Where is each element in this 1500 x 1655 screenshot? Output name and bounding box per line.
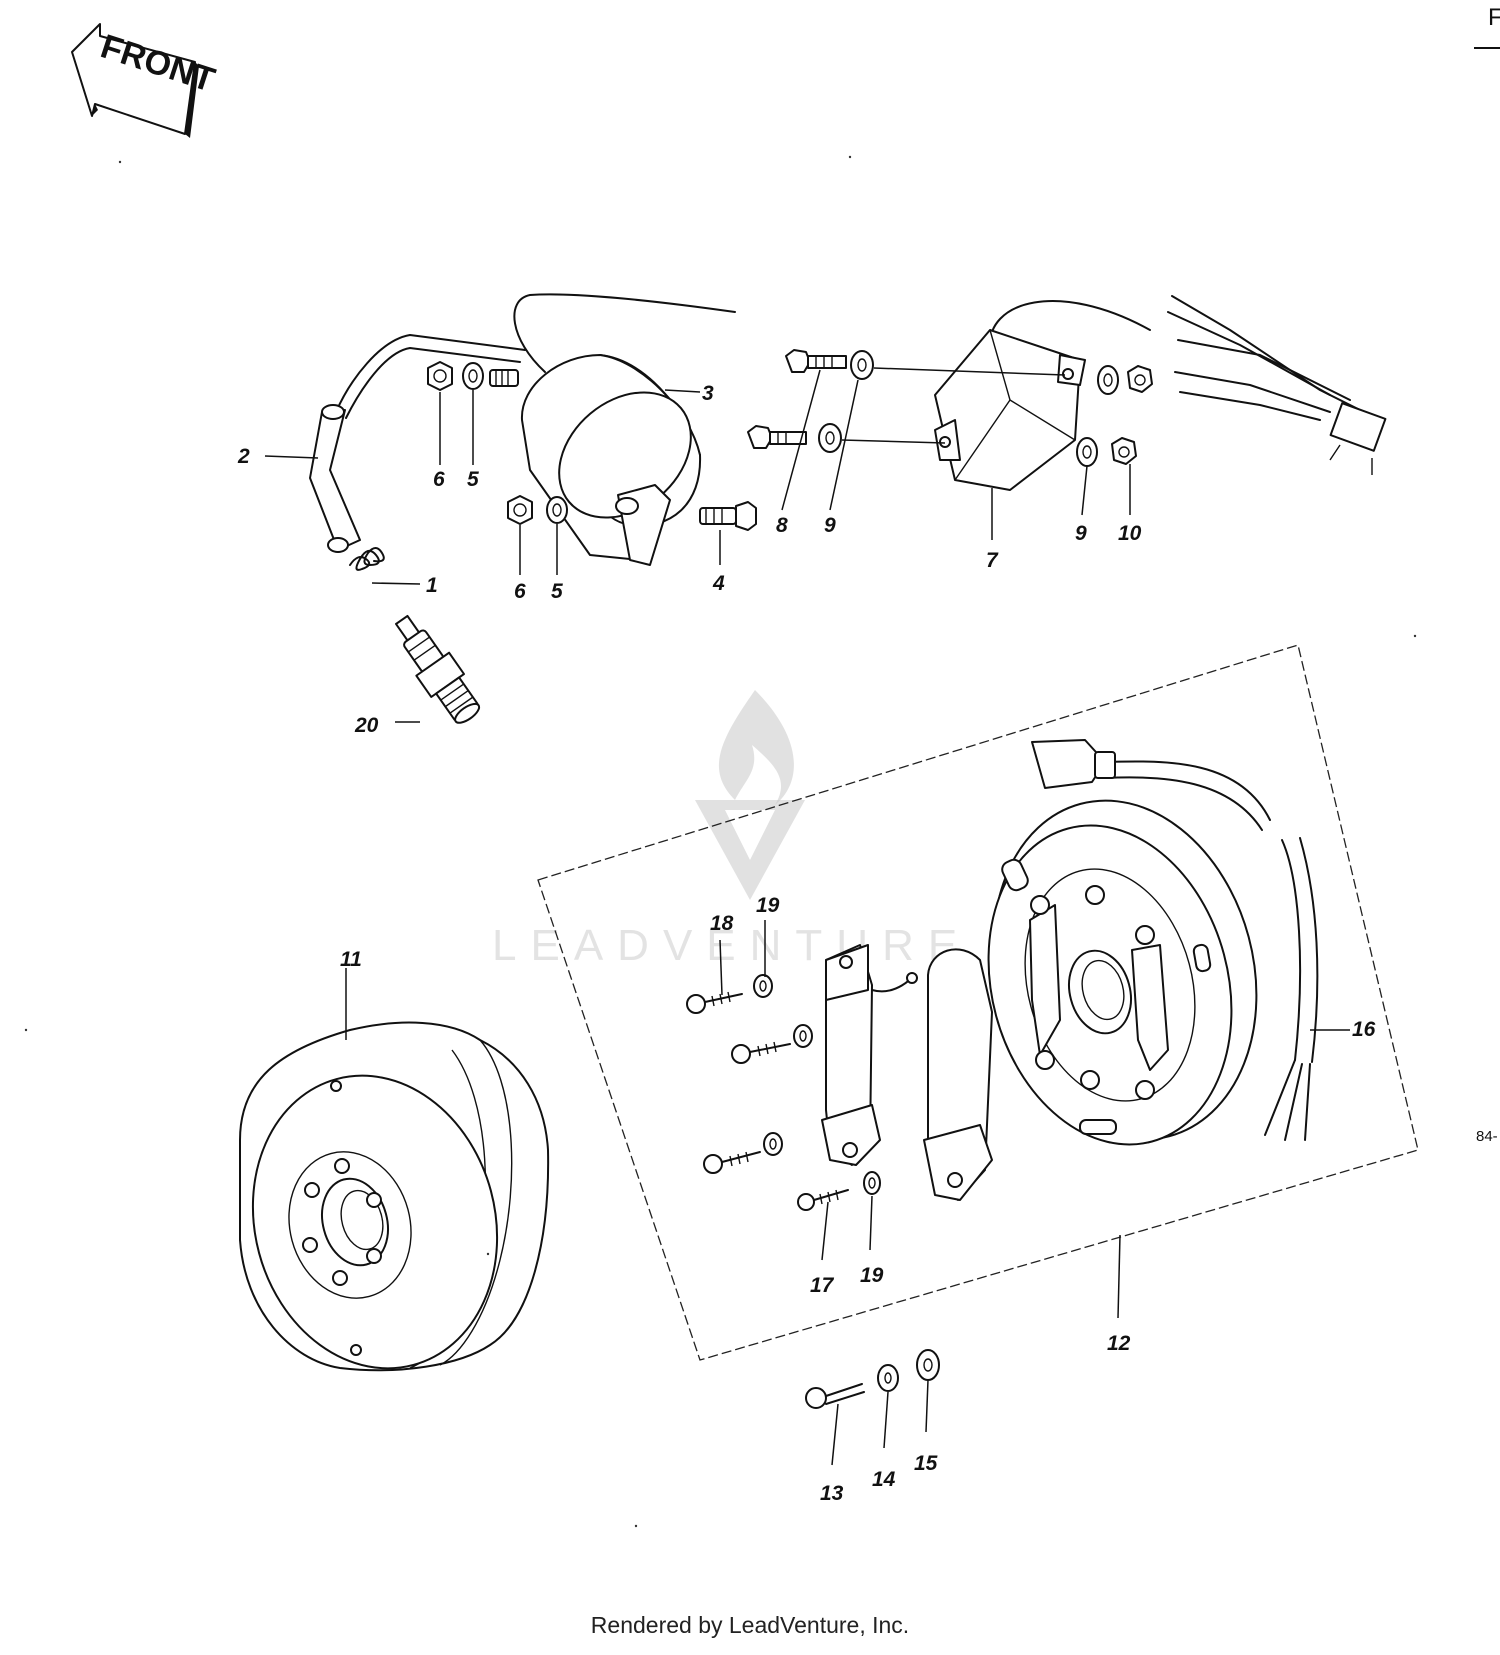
callout-14: 14 bbox=[872, 1468, 896, 1491]
bolt-8-upper bbox=[785, 349, 847, 373]
high-tension-lead bbox=[309, 334, 526, 553]
nut-6-upper bbox=[427, 361, 453, 391]
leader-lines bbox=[264, 369, 1350, 1466]
washer-lower bbox=[763, 1132, 783, 1156]
screw-18 bbox=[686, 991, 743, 1014]
screw-17 bbox=[797, 1189, 849, 1211]
charging-coil bbox=[821, 944, 881, 1166]
watermark-text: LEADVENTURE bbox=[492, 921, 971, 970]
callout-3: 3 bbox=[702, 382, 714, 405]
washer-9-upper-right bbox=[1097, 365, 1119, 395]
callout-5-upper: 5 bbox=[467, 468, 479, 491]
callout-13: 13 bbox=[820, 1482, 844, 1505]
stator-assembly-outline bbox=[537, 644, 1419, 1361]
callout-5-lower: 5 bbox=[551, 580, 563, 603]
callout-1: 1 bbox=[426, 574, 438, 597]
callout-9-left: 9 bbox=[824, 514, 836, 537]
washer-9-upper-left bbox=[850, 350, 874, 380]
callout-15: 15 bbox=[914, 1452, 938, 1475]
footer-credit: Rendered by LeadVenture, Inc. bbox=[590, 1612, 910, 1638]
screw-13 bbox=[805, 1383, 865, 1409]
leadventure-watermark: LEADVENTURE bbox=[492, 690, 971, 970]
page-edge-code: 84- bbox=[1476, 1128, 1498, 1145]
callout-2: 2 bbox=[237, 445, 250, 468]
screw-mid bbox=[731, 1041, 791, 1064]
nut-10-lower bbox=[1111, 437, 1137, 465]
washer-14 bbox=[877, 1364, 899, 1392]
callout-20: 20 bbox=[354, 714, 379, 737]
stator-lead-wire bbox=[1031, 739, 1319, 1141]
pulser-coil bbox=[871, 948, 993, 1201]
washer-15 bbox=[916, 1349, 940, 1381]
washer-19-upper bbox=[753, 974, 773, 998]
washer-19-lower bbox=[863, 1171, 881, 1195]
callout-11: 11 bbox=[340, 948, 362, 971]
ignition-coil bbox=[489, 293, 736, 566]
stator-plate bbox=[987, 799, 1258, 1146]
callout-4: 4 bbox=[712, 572, 725, 595]
washer-9-lower-right bbox=[1076, 437, 1098, 467]
callout-16: 16 bbox=[1352, 1018, 1376, 1041]
cdi-unit bbox=[934, 300, 1151, 491]
screw-lower bbox=[703, 1151, 761, 1174]
callout-19-upper: 19 bbox=[756, 894, 780, 917]
callout-6-upper: 6 bbox=[433, 468, 445, 491]
page-edge-letter: F bbox=[1488, 4, 1500, 31]
bolt-8-lower bbox=[747, 425, 807, 449]
callout-8: 8 bbox=[776, 514, 788, 537]
callout-6-lower: 6 bbox=[514, 580, 526, 603]
nut-6-lower bbox=[507, 495, 533, 525]
washer-mid bbox=[793, 1024, 813, 1048]
front-arrow-icon: FRONT bbox=[71, 23, 220, 138]
callout-18: 18 bbox=[710, 912, 734, 935]
washer-5-upper bbox=[462, 362, 484, 390]
spark-plug-spring bbox=[349, 547, 385, 571]
callout-10: 10 bbox=[1118, 522, 1142, 545]
flywheel-rotor bbox=[239, 1021, 550, 1372]
spark-plug bbox=[395, 614, 481, 724]
callout-12: 12 bbox=[1107, 1332, 1131, 1355]
wiring-harness-connector bbox=[1167, 295, 1387, 475]
callout-7: 7 bbox=[986, 549, 999, 572]
washer-9-lower-left bbox=[818, 423, 842, 453]
callout-17: 17 bbox=[810, 1274, 835, 1297]
callout-9-right: 9 bbox=[1075, 522, 1087, 545]
bolt-4 bbox=[699, 501, 757, 531]
callout-19-lower: 19 bbox=[860, 1264, 884, 1287]
washer-5-lower bbox=[546, 496, 568, 524]
nut-10-upper bbox=[1127, 365, 1153, 393]
